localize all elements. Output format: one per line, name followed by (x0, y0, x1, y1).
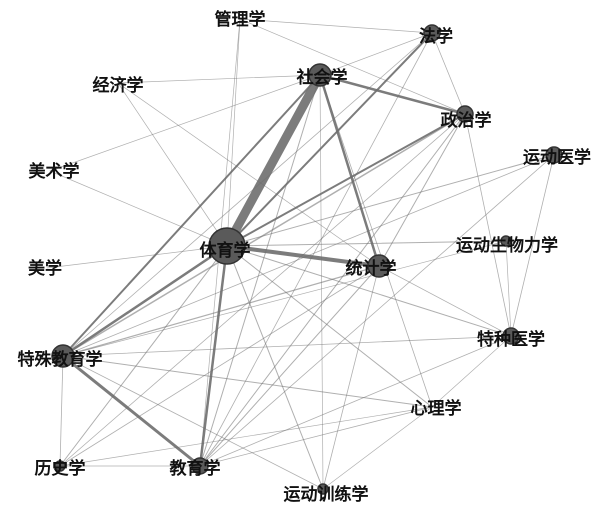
edge-tiyu-yundongyi (226, 154, 555, 247)
edge-jingji-tongji (117, 82, 380, 267)
edge-teshujiao-lishi (59, 355, 64, 467)
edge-faxue-shehui (319, 32, 433, 76)
edge-meishu-shehui (49, 74, 321, 172)
node-tongji (367, 254, 391, 278)
edge-teshujiao-tongji (62, 265, 380, 357)
edge-zhengzhi-jiaoyu (199, 113, 466, 467)
node-faxue (423, 24, 441, 42)
edge-tiyu-tezhong (226, 245, 512, 337)
edge-shehui-jiaoyu (199, 74, 321, 467)
node-tiyu (208, 227, 246, 265)
edge-faxue-teshujiao (62, 32, 433, 357)
edge-tiyu-guanli (226, 18, 241, 247)
node-label-xunlian: 运动训练学 (284, 484, 369, 505)
node-yundongyi (545, 146, 563, 164)
edge-jingji-shehui (117, 74, 321, 84)
edge-lishi-xinli (59, 406, 433, 467)
edge-tiyu-faxue (226, 32, 433, 247)
node-label-faxue: 法学 (419, 26, 453, 47)
edge-yundongyi-teshujiao (62, 154, 555, 357)
edge-shengwuli-teshujiao (62, 240, 507, 357)
edge-tiyu-xunlian (226, 245, 324, 490)
node-label-meishu: 美术学 (29, 161, 80, 182)
node-shehui (308, 63, 332, 87)
edge-guanli-zhengzhi (239, 18, 466, 115)
node-shengwuli (500, 235, 512, 247)
edge-zhengzhi-tezhong (464, 113, 512, 337)
node-label-jingji: 经济学 (93, 75, 144, 96)
edge-tiyu-jiaoyu (198, 244, 229, 468)
edge-zhengzhi-lishi (59, 113, 466, 467)
edge-shengwuli-tezhong (505, 240, 512, 337)
edge-tiyu-meishu (49, 170, 228, 247)
edge-layer (46, 18, 555, 490)
edge-faxue-zhengzhi (431, 32, 466, 115)
edge-zhengzhi-tongji (378, 113, 466, 267)
edge-shehui-xinli (319, 74, 433, 408)
node-lishi (54, 460, 66, 472)
edge-jiaoyu-tezhong (199, 335, 512, 467)
edge-tongji-tezhong (378, 265, 512, 337)
edge-jiaoyu-xinli (199, 406, 433, 467)
edge-tiyu-meixue (46, 245, 228, 269)
node-label-lishi: 历史学 (35, 458, 86, 479)
edge-tiyu-shengwuli (226, 240, 507, 247)
node-label-zhengzhi: 政治学 (441, 110, 492, 131)
node-label-yundongyi: 运动医学 (523, 147, 591, 168)
edge-xunlian-shehui (319, 74, 324, 490)
node-label-meixue: 美学 (28, 258, 62, 279)
node-label-tongji: 统计学 (346, 258, 397, 279)
node-label-guanli: 管理学 (215, 9, 266, 30)
edge-tongji-xunlian (322, 265, 380, 490)
edge-yundongyi-tezhong (510, 154, 555, 337)
edge-tiyu-shehui (222, 70, 325, 251)
edge-tiyu-xinli (226, 245, 433, 408)
edge-shehui-teshujiao (62, 74, 321, 357)
edge-tiyu-zhengzhi (226, 113, 466, 247)
node-label-shengwuli: 运动生物力学 (456, 235, 558, 256)
node-xunlian (317, 483, 329, 495)
edge-tongji-jiaoyu (199, 265, 380, 467)
node-tezhong (502, 327, 520, 345)
node-label-tiyu: 体育学 (200, 240, 251, 261)
edge-teshujiao-zhengzhi (62, 113, 466, 357)
node-label-shehui: 社会学 (296, 67, 348, 88)
edge-shehui-zhengzhi (318, 73, 467, 116)
edge-teshujiao-xinli (62, 355, 433, 408)
edge-teshujiao-xunlian (62, 355, 324, 490)
node-label-tezhong: 特种医学 (477, 329, 545, 350)
node-layer (51, 24, 563, 495)
edge-teshujiao-tezhong (62, 335, 512, 357)
edge-tiyu-jingji (117, 82, 228, 247)
node-label-jiaoyu: 教育学 (169, 458, 221, 479)
edge-tiyu-teshujiao (61, 244, 229, 358)
edge-yundongyi-jiaoyu (199, 154, 555, 467)
edge-faxue-jiaoyu (199, 32, 433, 467)
edge-shehui-tongji (318, 73, 381, 268)
edge-tiyu-lishi (59, 245, 228, 467)
node-label-teshujiao: 特殊教育学 (18, 349, 103, 370)
edge-xinli-tezhong (431, 335, 512, 408)
node-label-xinli: 心理学 (411, 398, 462, 419)
node-zhengzhi (456, 105, 474, 123)
edge-guanli-faxue (239, 18, 433, 34)
edge-tongji-lishi (59, 265, 380, 467)
node-jiaoyu (191, 457, 209, 475)
edge-xunlian-xinli (322, 406, 433, 490)
node-teshujiao (51, 344, 75, 368)
